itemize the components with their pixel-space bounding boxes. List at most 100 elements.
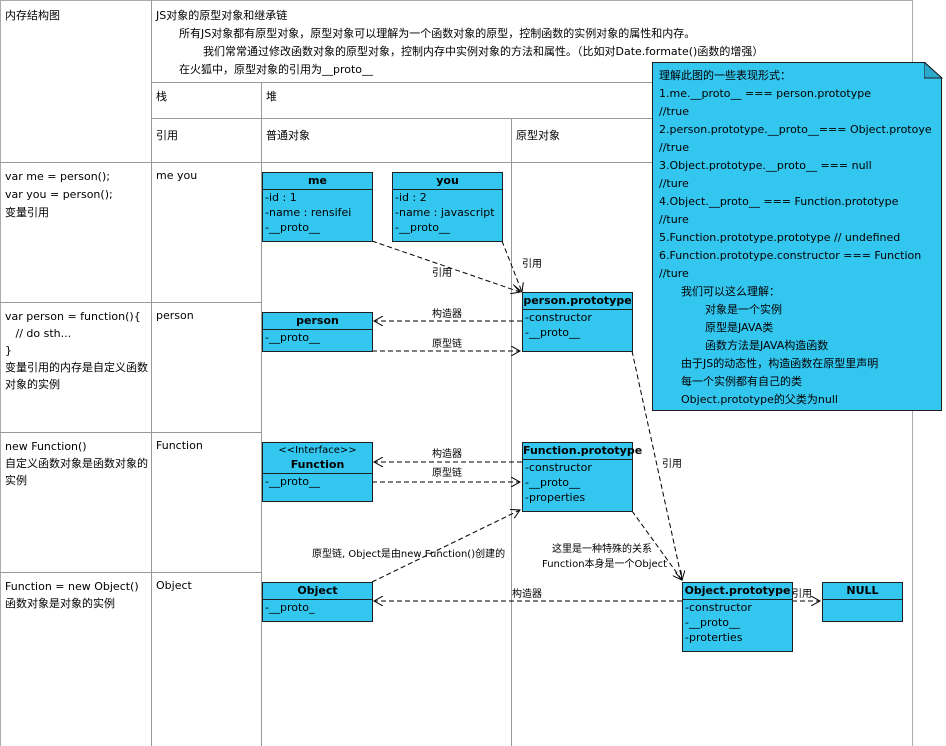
corner-title: 内存结构图 (5, 9, 60, 22)
box-function-field: -__proto__ (265, 475, 321, 488)
row-2-code-line: var person = function(){ (5, 310, 141, 323)
row-4-code-line: 函数对象是对象的实例 (5, 597, 115, 610)
note-line: //ture (659, 267, 689, 280)
label-special-2: Function本身是一个Object (542, 559, 668, 570)
note-line: //true (659, 105, 689, 118)
row-4-code-line: Function = new Object() (5, 580, 139, 593)
box-you-field: -__proto__ (395, 221, 451, 234)
row-2-code-line: 变量引用的内存是自定义函数对象的实例 (5, 361, 148, 391)
box-function-stereotype: <<Interface>> (278, 445, 357, 456)
box-person-field: -__proto__ (265, 331, 321, 344)
box-me-title: me (263, 173, 372, 190)
box-null-title: NULL (823, 583, 902, 600)
note-line: 原型是JAVA类 (705, 321, 774, 334)
note-line: 每一个实例都有自己的类 (681, 375, 802, 388)
box-null[interactable]: NULL (822, 582, 903, 622)
box-object-prototype-field: -__proto__ (685, 616, 741, 629)
box-function-prototype-field: -properties (525, 491, 586, 504)
row-1-code-line: 变量引用 (5, 206, 49, 219)
note-line: Object.prototype的父类为null (681, 393, 838, 406)
row-1-code-line: var me = person(); (5, 170, 110, 183)
row-2-code: var person = function(){ // do sth... } … (5, 308, 150, 393)
box-function-prototype-title: Function.prototype (523, 443, 642, 460)
grid-row-1 (0, 302, 262, 303)
col-proto-label: 原型对象 (516, 129, 560, 142)
label-ctor-1: 构造器 (432, 309, 462, 320)
label-chain-1: 原型链 (432, 339, 462, 350)
box-me[interactable]: me -id : 1 -name : rensifei -__proto__ (262, 172, 373, 242)
note-line: 1.me.__proto__ === person.prototype (659, 87, 871, 100)
edge-object-to-function-prototype (371, 510, 520, 583)
header-line-3: 在火狐中，原型对象的引用为__proto__ (179, 63, 374, 76)
note-line: 由于JS的动态性，构造函数在原型里声明 (681, 357, 879, 370)
box-me-field: -id : 1 (265, 191, 297, 204)
box-me-field: -name : rensifei (265, 206, 352, 219)
header-title: JS对象的原型对象和继承链 (156, 9, 288, 22)
label-ctor-3: 构造器 (512, 589, 542, 600)
box-function[interactable]: <<Interface>> Function -__proto__ (262, 442, 373, 502)
box-you[interactable]: you -id : 2 -name : javascript -__proto_… (392, 172, 503, 242)
row-4-code: Function = new Object() 函数对象是对象的实例 (5, 578, 150, 612)
note-line: 5.Function.prototype.prototype // undefi… (659, 231, 901, 244)
grid-row-3 (0, 572, 262, 573)
grid-row-2 (0, 432, 262, 433)
grid-top (0, 0, 913, 1)
row-3-code: new Function() 自定义函数对象是函数对象的实例 (5, 438, 150, 489)
row-2-code-line: } (5, 344, 12, 357)
box-function-prototype-field: -__proto__ (525, 476, 581, 489)
box-object-prototype[interactable]: Object.prototype -constructor -__proto__… (682, 582, 793, 652)
box-function-prototype-field: -constructor (525, 461, 592, 474)
box-me-field: -__proto__ (265, 221, 321, 234)
row-2-ref: person (156, 309, 194, 322)
grid-left (0, 0, 1, 746)
box-person-prototype[interactable]: person.prototype -constructor -__proto__ (522, 292, 633, 352)
box-person[interactable]: person -__proto__ (262, 312, 373, 352)
note-line: 函数方法是JAVA构造函数 (705, 339, 829, 352)
box-object[interactable]: Object -__proto_ (262, 582, 373, 622)
edge-you-to-person-prototype (501, 240, 522, 292)
explanation-note[interactable]: 理解此图的一些表现形式： 1.me.__proto__ === person.p… (652, 62, 942, 411)
edge-me-to-person-prototype (371, 240, 520, 292)
row-1-code: var me = person(); var you = person(); 变… (5, 168, 113, 222)
col-normal-label: 普通对象 (266, 129, 310, 142)
row-3-ref: Function (156, 439, 203, 452)
note-line: //ture (659, 213, 689, 226)
note-line: 4.Object.__proto__ === Function.prototyp… (659, 195, 899, 208)
label-chain-2: 原型链 (432, 468, 462, 479)
edge-person-prototype-to-object-prototype (631, 350, 682, 580)
grid-row-header (151, 82, 913, 83)
box-person-prototype-field: -constructor (525, 311, 592, 324)
box-function-title: Function (263, 457, 372, 474)
note-line: 6.Function.prototype.constructor === Fun… (659, 249, 922, 262)
row-1-code-line: var you = person(); (5, 188, 113, 201)
label-ref-4: 引用 (792, 589, 812, 600)
col-stack-label: 栈 (156, 90, 167, 103)
box-you-field: -name : javascript (395, 206, 495, 219)
box-person-prototype-title: person.prototype (523, 293, 632, 310)
box-person-prototype-field: -__proto__ (525, 326, 581, 339)
grid-col-proto (511, 118, 512, 746)
box-function-prototype[interactable]: Function.prototype -constructor -__proto… (522, 442, 642, 512)
header-line-2: 我们常常通过修改函数对象的原型对象，控制内存中实例对象的方法和属性。（比如对Da… (203, 45, 764, 58)
note-line: //ture (659, 177, 689, 190)
row-4-ref: Object (156, 579, 192, 592)
row-1-ref: me you (156, 169, 198, 182)
box-object-prototype-field: -proterties (685, 631, 743, 644)
row-2-code-line: // do sth... (5, 327, 72, 340)
note-line: 2.person.prototype.__proto__=== Object.p… (659, 123, 932, 136)
col-ref-label: 引用 (156, 129, 178, 142)
box-object-field: -__proto_ (265, 601, 315, 614)
box-you-title: you (393, 173, 502, 190)
grid-col-stack (151, 0, 152, 746)
edge-function-prototype-to-object-prototype (631, 510, 682, 580)
grid-col-heap (261, 82, 262, 746)
note-line: 我们可以这么理解： (681, 285, 780, 298)
box-person-title: person (263, 313, 372, 330)
label-ref-1: 引用 (432, 268, 452, 279)
note-fold-corner-icon (924, 62, 943, 79)
box-you-field: -id : 2 (395, 191, 427, 204)
grid-row-sub1 (151, 118, 913, 119)
note-line: 对象是一个实例 (705, 303, 782, 316)
box-object-prototype-field: -constructor (685, 601, 752, 614)
row-3-code-line: 自定义函数对象是函数对象的实例 (5, 457, 148, 487)
